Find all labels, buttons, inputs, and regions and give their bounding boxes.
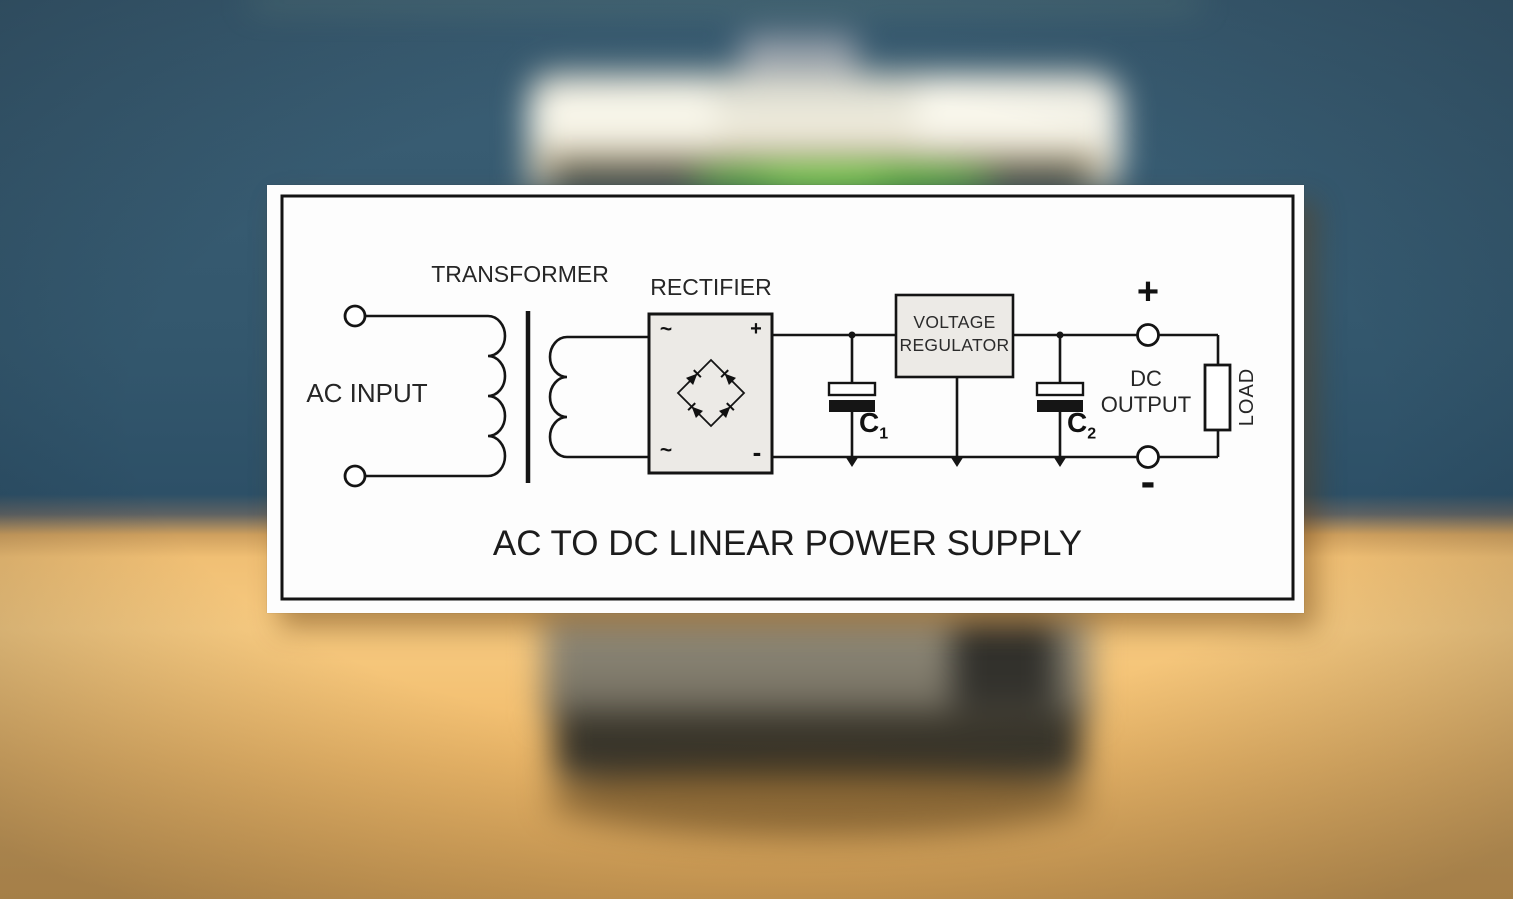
junction-dot [848, 331, 856, 339]
dc-output-label-line1: DC [1130, 366, 1162, 391]
c2-subscript: 2 [1087, 425, 1097, 443]
dc-terminal-negative [1136, 445, 1160, 469]
cap1-plate-bottom [829, 400, 875, 412]
dc-output-label: DC OUTPUT [1073, 366, 1219, 418]
capacitor-c2-label: C2 [1067, 407, 1127, 444]
c2-letter: C [1067, 407, 1088, 438]
circuit-diagram-panel: TRANSFORMER RECTIFIER AC INPUT VOLTAGE R… [267, 185, 1304, 613]
voltage-regulator-label-line1: VOLTAGE [913, 312, 996, 332]
device-bottom-vent [952, 620, 1056, 708]
c1-letter: C [859, 407, 880, 438]
load-label: LOAD [1236, 367, 1258, 427]
cap2-plate-top [1035, 381, 1085, 397]
c1-subscript: 1 [879, 425, 889, 443]
voltage-regulator-label-line2: REGULATOR [899, 335, 1010, 355]
junction-arrow [1053, 456, 1067, 467]
terminals [343, 304, 1160, 488]
negative-sign-label: - [1140, 457, 1156, 506]
load-resistor [1203, 363, 1232, 432]
diode-icon [719, 402, 735, 418]
diagram-title: AC TO DC LINEAR POWER SUPPLY [492, 524, 1083, 563]
dc-terminal-positive [1136, 323, 1160, 347]
diode-icon [720, 369, 736, 385]
transformer-primary-coil [487, 314, 507, 478]
device-desk-shadow [548, 764, 1088, 836]
transformer-secondary-coil [548, 335, 568, 459]
cap1-plate-top [827, 381, 877, 397]
rectifier-ac-mark-top: ~ [659, 318, 673, 341]
dc-output-label-line2: OUTPUT [1100, 392, 1192, 417]
ac-terminal-top [343, 304, 367, 328]
rectifier-minus-mark: - [752, 437, 762, 467]
transformer-label: TRANSFORMER [431, 261, 609, 287]
voltage-regulator-label: VOLTAGE REGULATOR [896, 311, 1013, 357]
rectifier-box [647, 312, 774, 475]
positive-sign-label: + [1136, 271, 1160, 313]
circuit-schematic [280, 194, 1295, 601]
ac-input-label: AC INPUT [306, 378, 428, 408]
bridge-diamond [676, 358, 746, 428]
bridge-diodes [686, 369, 736, 418]
diagram-border [280, 194, 1295, 601]
rectifier-plus-mark: + [750, 318, 762, 340]
capacitor-c1-label: C1 [859, 407, 919, 444]
rectifier-ac-mark-bottom: ~ [659, 439, 673, 462]
ac-terminal-bottom [343, 464, 367, 488]
rectifier-label: RECTIFIER [650, 274, 772, 300]
junction-dot [1056, 331, 1064, 339]
junction-arrow [950, 456, 964, 467]
cap2-plate-bottom [1037, 400, 1083, 412]
diode-icon [687, 402, 703, 418]
top-edge-strip [250, 0, 1200, 6]
voltage-regulator-box [894, 293, 1015, 379]
diode-icon [686, 369, 702, 385]
junction-markers [845, 331, 1067, 467]
junction-arrow [845, 456, 859, 467]
